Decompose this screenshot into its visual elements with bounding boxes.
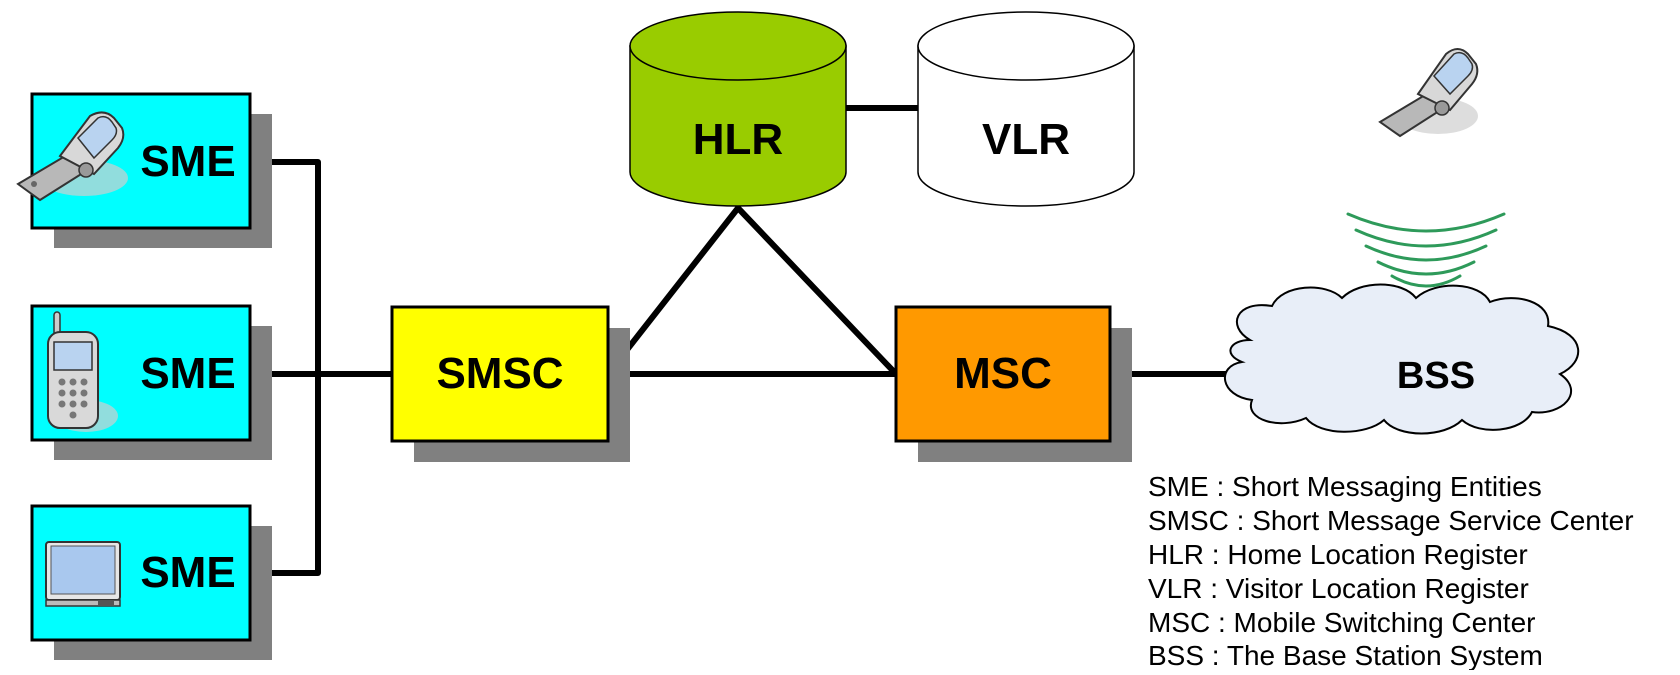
bus-line	[245, 159, 321, 576]
sme-node-candybar-phone: SME	[30, 304, 272, 460]
vlr-top	[917, 11, 1135, 81]
bss-cloud: BSS	[1224, 283, 1579, 435]
hlr-label: HLR	[693, 115, 783, 164]
link-triangle	[605, 205, 899, 377]
smsc-node: SMSC	[390, 305, 630, 462]
msc-node: MSC	[894, 305, 1132, 462]
bss-cloud-shape	[1224, 283, 1579, 435]
legend-line: HLR : Home Location Register	[1148, 539, 1528, 570]
sme-node-flip-phone: SME	[16, 92, 272, 248]
sme-label: SME	[140, 137, 235, 186]
vlr-body	[917, 45, 1135, 207]
hlr-database: HLR	[629, 11, 847, 207]
bss-label: BSS	[1397, 355, 1475, 397]
sme-label: SME	[140, 548, 235, 597]
legend: SME : Short Messaging Entities SMSC : Sh…	[1148, 471, 1634, 671]
smsc-box	[390, 305, 610, 443]
legend-line: VLR : Visitor Location Register	[1148, 573, 1529, 604]
vlr-label: VLR	[982, 115, 1070, 164]
mobile-handset-icon	[1378, 48, 1479, 138]
sme-node-tv: SME	[30, 504, 272, 660]
sme-label: SME	[140, 349, 235, 398]
legend-line: MSC : Mobile Switching Center	[1148, 607, 1535, 638]
msc-label: MSC	[954, 349, 1052, 398]
vlr-database: VLR	[917, 11, 1135, 207]
hlr-top	[629, 11, 847, 81]
legend-line: BSS : The Base Station System	[1148, 640, 1543, 670]
hlr-body	[629, 45, 847, 207]
smsc-label: SMSC	[436, 349, 563, 398]
legend-line: SMSC : Short Message Service Center	[1148, 505, 1634, 536]
tv-icon	[45, 541, 121, 607]
flip-phone-icon	[16, 111, 128, 202]
legend-line: SME : Short Messaging Entities	[1148, 471, 1542, 502]
msc-box	[894, 305, 1112, 443]
radio-waves-icon	[1346, 212, 1506, 288]
cell-phone-icon	[47, 311, 118, 432]
